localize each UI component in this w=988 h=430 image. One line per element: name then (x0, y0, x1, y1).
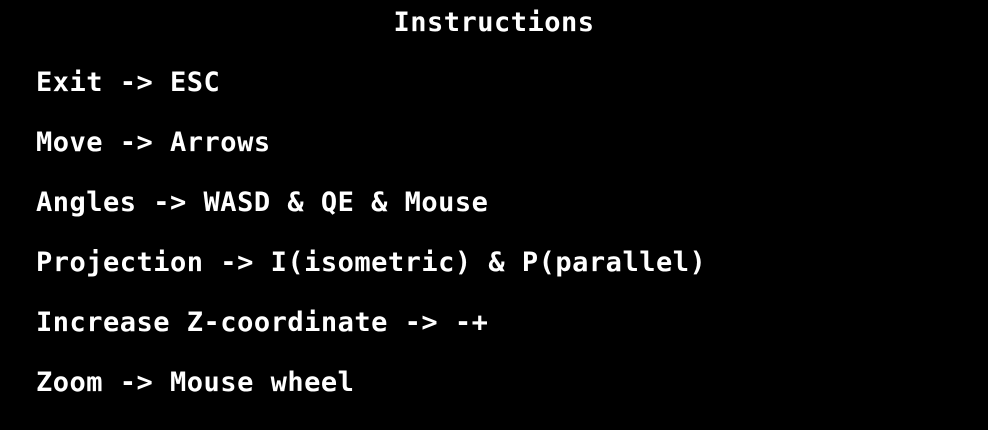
instruction-angles: Angles -> WASD & QE & Mouse (36, 187, 489, 218)
instruction-z-coordinate: Increase Z-coordinate -> -+ (36, 307, 489, 338)
instructions-list: Exit -> ESC Move -> Arrows Angles -> WAS… (36, 66, 706, 426)
instruction-exit: Exit -> ESC (36, 67, 221, 98)
instruction-zoom: Zoom -> Mouse wheel (36, 367, 355, 398)
instructions-title: Instructions (393, 7, 595, 38)
instruction-move: Move -> Arrows (36, 127, 271, 158)
instruction-projection: Projection -> I(isometric) & P(parallel) (36, 247, 707, 278)
